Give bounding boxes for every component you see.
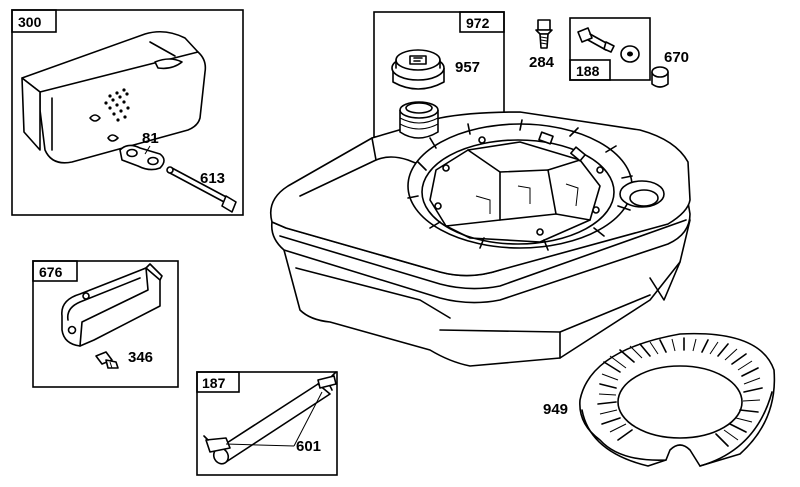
muffler-kit: 300 — [11, 9, 244, 216]
muffler-vent-dots — [104, 88, 130, 122]
fuel-tank — [269, 101, 691, 367]
callout-cap: 957 — [455, 59, 480, 76]
callout-screen: 949 — [543, 401, 568, 418]
muffler-kit-label-box — [11, 9, 57, 33]
screen — [579, 332, 776, 467]
fuel-line-clamps — [203, 371, 337, 453]
guard-kit: 676 346 — [32, 260, 179, 388]
callout-muffler-bolt: 613 — [200, 170, 225, 187]
fuel-line-kit-number: 187 — [202, 375, 226, 391]
fuel-line-kit-frame — [196, 371, 338, 476]
fuel-tank-opening — [407, 119, 633, 251]
fuel-cap-kit: 972 957 — [373, 11, 505, 138]
screw-kit: 188 — [569, 17, 651, 81]
screw-284 — [535, 19, 553, 49]
guard-kit-number: 676 — [39, 264, 63, 280]
guard — [61, 263, 163, 347]
screen-ribs — [597, 337, 763, 447]
screw-kit-number: 188 — [576, 63, 600, 79]
callout-fuel-line: 601 — [296, 438, 321, 455]
fuel-line — [212, 380, 333, 465]
guard-kit-frame — [32, 260, 179, 388]
fuel-line-kit-label-box — [196, 371, 240, 393]
callout-screw-284: 284 — [529, 54, 555, 71]
screw-kit-label-box — [569, 59, 611, 81]
fuel-tank-filler-neck — [399, 101, 439, 139]
fuel-cap — [391, 49, 445, 90]
muffler — [21, 30, 207, 164]
opening-ribs — [407, 119, 633, 251]
fuel-line-kit: 187 601 — [196, 371, 338, 476]
guard-kit-label-box — [32, 260, 78, 282]
kit-washer — [620, 45, 640, 63]
muffler-bolt — [166, 166, 237, 213]
fuel-cap-kit-label-box — [459, 11, 505, 33]
fuel-tank-side-pocket — [619, 180, 665, 208]
guard-screw — [95, 351, 119, 369]
muffler-gasket — [119, 144, 165, 171]
callout-gasket: 81 — [142, 130, 159, 147]
fuel-cap-kit-number: 972 — [466, 15, 490, 31]
kit-screw — [577, 27, 615, 53]
callout-spacer: 670 — [664, 49, 689, 66]
callout-guard-screw: 346 — [128, 349, 153, 366]
muffler-kit-frame — [11, 9, 244, 216]
spacer — [651, 66, 669, 88]
muffler-kit-number: 300 — [18, 14, 42, 30]
